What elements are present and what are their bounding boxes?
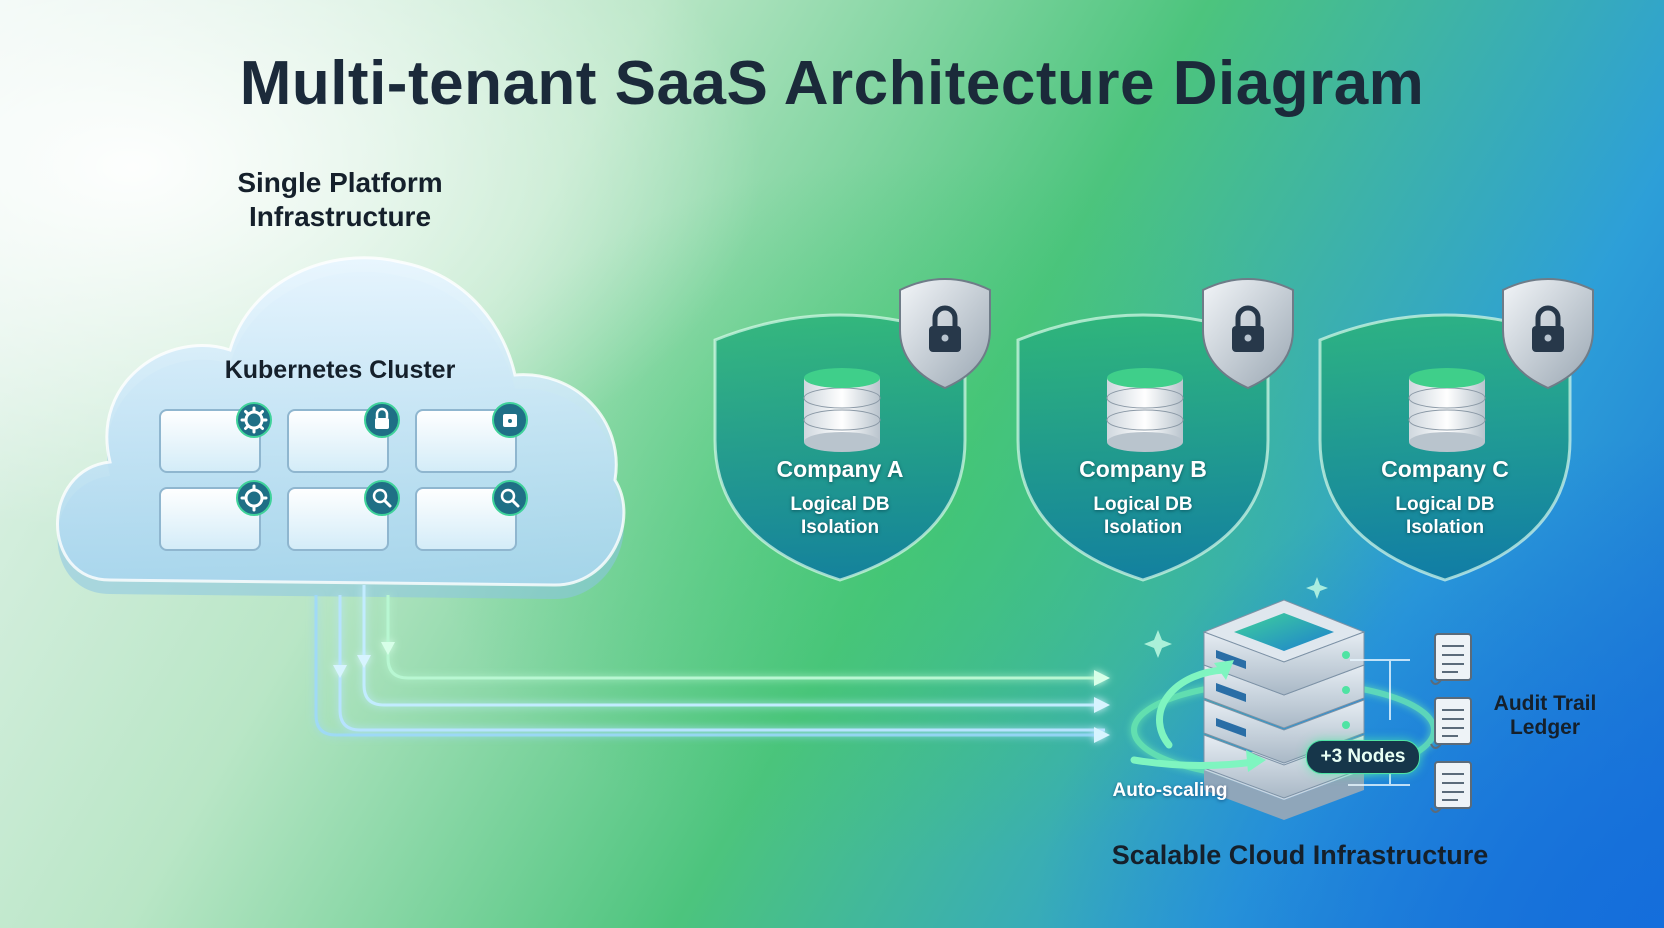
lock-icon [492, 402, 528, 438]
tenant-desc-c-1: Logical DB [1395, 494, 1495, 515]
tenant-desc-b-1: Logical DB [1093, 494, 1193, 515]
audit-label-line2: Ledger [1509, 716, 1580, 739]
search-icon [364, 480, 400, 516]
pod-1 [159, 409, 261, 473]
platform-label: Single Platform Infrastructure [237, 167, 443, 232]
pod-3 [415, 409, 517, 473]
document-icon [1430, 633, 1472, 685]
autoscale-label: Auto-scaling [1112, 780, 1228, 801]
pod-6 [415, 487, 517, 551]
page-title: Multi-tenant SaaS Architecture Diagram [239, 49, 1425, 118]
tenant-desc-a-1: Logical DB [790, 494, 890, 515]
tenant-desc-b-2: Isolation [1103, 517, 1183, 538]
lock-shield-icon [1202, 278, 1294, 390]
tenant-name-b: Company B [1079, 456, 1207, 482]
cluster-label: Kubernetes Cluster [224, 356, 456, 384]
search-icon [492, 480, 528, 516]
lock-shield-icon [1502, 278, 1594, 390]
tenant-desc-c-2: Isolation [1405, 517, 1485, 538]
cloud-infrastructure-label: Scalable Cloud Infrastructure [1111, 840, 1489, 870]
gear-icon [236, 480, 272, 516]
audit-ledger [1348, 633, 1472, 813]
database-icon [803, 368, 881, 452]
pod-grid [159, 402, 528, 551]
tenant-desc-a-2: Isolation [800, 517, 880, 538]
nodes-badge: +3 Nodes [1306, 740, 1420, 774]
data-flow-lines [314, 585, 1110, 743]
tenant-name-a: Company A [776, 456, 904, 482]
tenant-name-c: Company C [1381, 456, 1509, 482]
document-icon [1430, 697, 1472, 749]
audit-label-line1: Audit Trail [1493, 692, 1597, 715]
database-icon [1408, 368, 1486, 452]
pod-2 [287, 409, 389, 473]
pod-4 [159, 487, 261, 551]
audit-trail-label: Audit Trail Ledger [1480, 692, 1610, 740]
pod-5 [287, 487, 389, 551]
lock-icon [364, 402, 400, 438]
document-icon [1430, 761, 1472, 813]
lock-shield-icon [899, 278, 991, 390]
gear-icon [236, 402, 272, 438]
database-icon [1106, 368, 1184, 452]
